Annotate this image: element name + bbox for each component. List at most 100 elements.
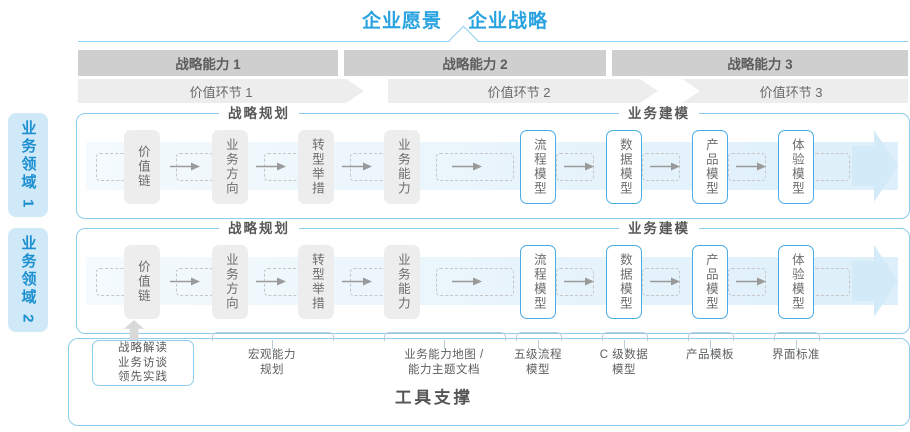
flow-arrow-icon bbox=[736, 162, 766, 171]
tool-box-label: 战略解读 业务访谈 领先实践 bbox=[118, 341, 168, 384]
capability-bar-2-label: 战略能力 2 bbox=[442, 57, 508, 72]
placeholder-box bbox=[436, 153, 514, 181]
step-label: 转型举措 bbox=[309, 138, 324, 196]
placeholder-box bbox=[728, 153, 766, 181]
flow-arrow-icon bbox=[256, 162, 286, 171]
flow-arrow-icon bbox=[342, 277, 372, 286]
flow-arrow-icon bbox=[564, 277, 594, 286]
step-business-direction[interactable]: 业务方向 bbox=[212, 245, 248, 319]
step-transformation-initiatives[interactable]: 转型举措 bbox=[298, 245, 334, 319]
flow-arrow-icon bbox=[170, 277, 200, 286]
section-title-business-modeling-2: 业务建模 bbox=[619, 221, 699, 236]
capability-bar-3-label: 战略能力 3 bbox=[727, 57, 793, 72]
step-label: 业务方向 bbox=[223, 138, 238, 196]
tool-support-title-label: 工具支撑 bbox=[395, 389, 473, 407]
placeholder-box bbox=[728, 268, 766, 296]
tool-label-product-template: 产品模板 bbox=[686, 349, 734, 361]
bracket-stem bbox=[796, 340, 797, 349]
section-title-strategic-planning-2: 战略规划 bbox=[219, 221, 299, 236]
value-link-3-label: 价值环节 3 bbox=[759, 84, 823, 100]
bracket bbox=[516, 332, 562, 341]
bracket bbox=[602, 332, 648, 341]
placeholder-box bbox=[556, 268, 594, 296]
step-label: 流程模型 bbox=[531, 138, 546, 196]
tool-label-capability-map: 业务能力地图 / 能力主题文档 bbox=[404, 349, 484, 376]
enterprise-vision-title: 企业愿景 bbox=[361, 11, 442, 32]
value-link-chevron-2[interactable]: 价值环节 2 bbox=[370, 79, 658, 103]
flow-arrow-icon bbox=[452, 162, 482, 171]
flow-arrow-icon bbox=[342, 162, 372, 171]
tool-label-ui-standard: 界面标准 bbox=[772, 349, 820, 361]
section-title-strategic-planning-1: 战略规划 bbox=[219, 106, 299, 121]
value-link-2-label: 价值环节 2 bbox=[487, 84, 551, 100]
tool-label-five-level-process-model: 五级流程 模型 bbox=[514, 349, 562, 376]
step-label: 数据模型 bbox=[617, 253, 632, 311]
step-experience-model[interactable]: 体验模型 bbox=[778, 245, 814, 319]
step-data-model[interactable]: 数据模型 bbox=[606, 245, 642, 319]
domain-tab-2-label: 业务领域 2 bbox=[19, 234, 37, 326]
placeholder-box bbox=[812, 153, 850, 181]
value-link-chevron-1[interactable]: 价值环节 1 bbox=[78, 79, 364, 103]
bracket bbox=[774, 332, 820, 341]
bracket-stem bbox=[272, 340, 273, 349]
capability-bar-3[interactable]: 战略能力 3 bbox=[612, 50, 908, 76]
flow-arrow-icon bbox=[650, 162, 680, 171]
value-link-chevron-3[interactable]: 价值环节 3 bbox=[682, 79, 908, 103]
step-label: 转型举措 bbox=[309, 253, 324, 311]
capability-bar-2[interactable]: 战略能力 2 bbox=[344, 50, 606, 76]
bracket bbox=[688, 332, 734, 341]
tool-box-strategy-inputs[interactable]: 战略解读 业务访谈 领先实践 bbox=[92, 340, 194, 386]
tool-label-c-level-data-model: C 级数据 模型 bbox=[599, 349, 649, 376]
step-process-model[interactable]: 流程模型 bbox=[520, 130, 556, 204]
placeholder-box bbox=[556, 153, 594, 181]
step-transformation-initiatives[interactable]: 转型举措 bbox=[298, 130, 334, 204]
step-experience-model[interactable]: 体验模型 bbox=[778, 130, 814, 204]
step-label: 价值链 bbox=[135, 145, 150, 189]
tool-label-macro-capability-planning: 宏观能力 规划 bbox=[248, 349, 296, 376]
header-rule bbox=[78, 41, 908, 42]
bracket bbox=[212, 332, 334, 341]
step-business-capability[interactable]: 业务能力 bbox=[384, 245, 420, 319]
step-data-model[interactable]: 数据模型 bbox=[606, 130, 642, 204]
bracket-stem bbox=[444, 340, 445, 349]
step-product-model[interactable]: 产品模型 bbox=[692, 130, 728, 204]
domain-tab-1[interactable]: 业务领域 1 bbox=[8, 113, 48, 217]
step-value-chain[interactable]: 价值链 bbox=[124, 245, 160, 319]
step-label: 体验模型 bbox=[789, 253, 804, 311]
step-label: 业务能力 bbox=[395, 253, 410, 311]
flow-arrow-icon bbox=[736, 277, 766, 286]
step-label: 流程模型 bbox=[531, 253, 546, 311]
value-link-1-label: 价值环节 1 bbox=[189, 84, 253, 100]
bracket-stem bbox=[624, 340, 625, 349]
step-business-capability[interactable]: 业务能力 bbox=[384, 130, 420, 204]
flow-arrow-icon bbox=[170, 162, 200, 171]
step-label: 体验模型 bbox=[789, 138, 804, 196]
flow-arrow-icon bbox=[452, 277, 482, 286]
bracket bbox=[384, 332, 506, 341]
step-label: 业务能力 bbox=[395, 138, 410, 196]
step-process-model[interactable]: 流程模型 bbox=[520, 245, 556, 319]
step-business-direction[interactable]: 业务方向 bbox=[212, 130, 248, 204]
placeholder-box bbox=[642, 268, 680, 296]
enterprise-strategy-title: 企业战略 bbox=[468, 11, 549, 32]
step-label: 价值链 bbox=[135, 260, 150, 304]
step-product-model[interactable]: 产品模型 bbox=[692, 245, 728, 319]
flow-arrow-icon bbox=[256, 277, 286, 286]
domain-tab-2[interactable]: 业务领域 2 bbox=[8, 228, 48, 332]
capability-bar-1-label: 战略能力 1 bbox=[175, 57, 241, 72]
flow-arrow-icon bbox=[650, 277, 680, 286]
step-label: 产品模型 bbox=[703, 253, 718, 311]
step-label: 产品模型 bbox=[703, 138, 718, 196]
header-titles: 企业愿景 企业战略 bbox=[0, 6, 910, 33]
step-label: 数据模型 bbox=[617, 138, 632, 196]
capability-bar-1[interactable]: 战略能力 1 bbox=[78, 50, 338, 76]
domain-tab-1-label: 业务领域 1 bbox=[19, 119, 37, 211]
step-value-chain[interactable]: 价值链 bbox=[124, 130, 160, 204]
section-title-business-modeling-1: 业务建模 bbox=[619, 106, 699, 121]
bracket-stem bbox=[538, 340, 539, 349]
placeholder-box bbox=[812, 268, 850, 296]
placeholder-box bbox=[436, 268, 514, 296]
step-label: 业务方向 bbox=[223, 253, 238, 311]
placeholder-box bbox=[642, 153, 680, 181]
